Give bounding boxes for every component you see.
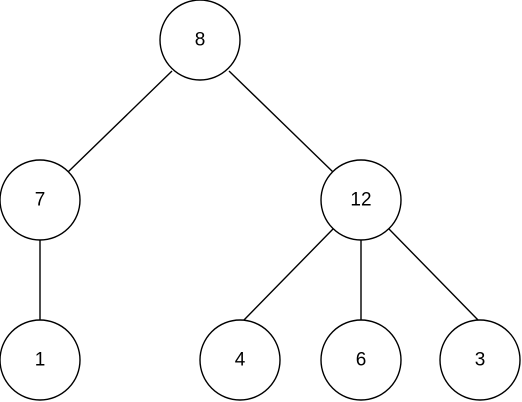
node-8-label: 8 (195, 30, 206, 51)
node-12: 12 (320, 159, 402, 241)
node-6: 6 (320, 319, 402, 401)
node-8-circle (159, 0, 241, 81)
node-12-label: 12 (350, 190, 371, 211)
edge-8-7 (67, 70, 173, 173)
node-6-circle (320, 319, 402, 401)
node-12-circle (320, 159, 402, 241)
node-4-circle (199, 319, 281, 401)
node-6-label: 6 (356, 350, 367, 371)
node-7: 7 (0, 159, 81, 241)
node-3-circle (439, 319, 521, 401)
node-4-label: 4 (235, 350, 246, 371)
edge-8-12 (228, 70, 334, 173)
node-3-label: 3 (475, 350, 486, 371)
node-7-label: 7 (35, 190, 46, 211)
node-1-label: 1 (35, 350, 46, 371)
node-8: 8 (159, 0, 241, 81)
edge-12-4 (242, 228, 334, 322)
edges-layer (39, 70, 480, 322)
edge-12-3 (388, 228, 480, 322)
node-1: 1 (0, 319, 81, 401)
node-4: 4 (199, 319, 281, 401)
node-3: 3 (439, 319, 521, 401)
node-1-circle (0, 319, 81, 401)
node-7-circle (0, 159, 81, 241)
